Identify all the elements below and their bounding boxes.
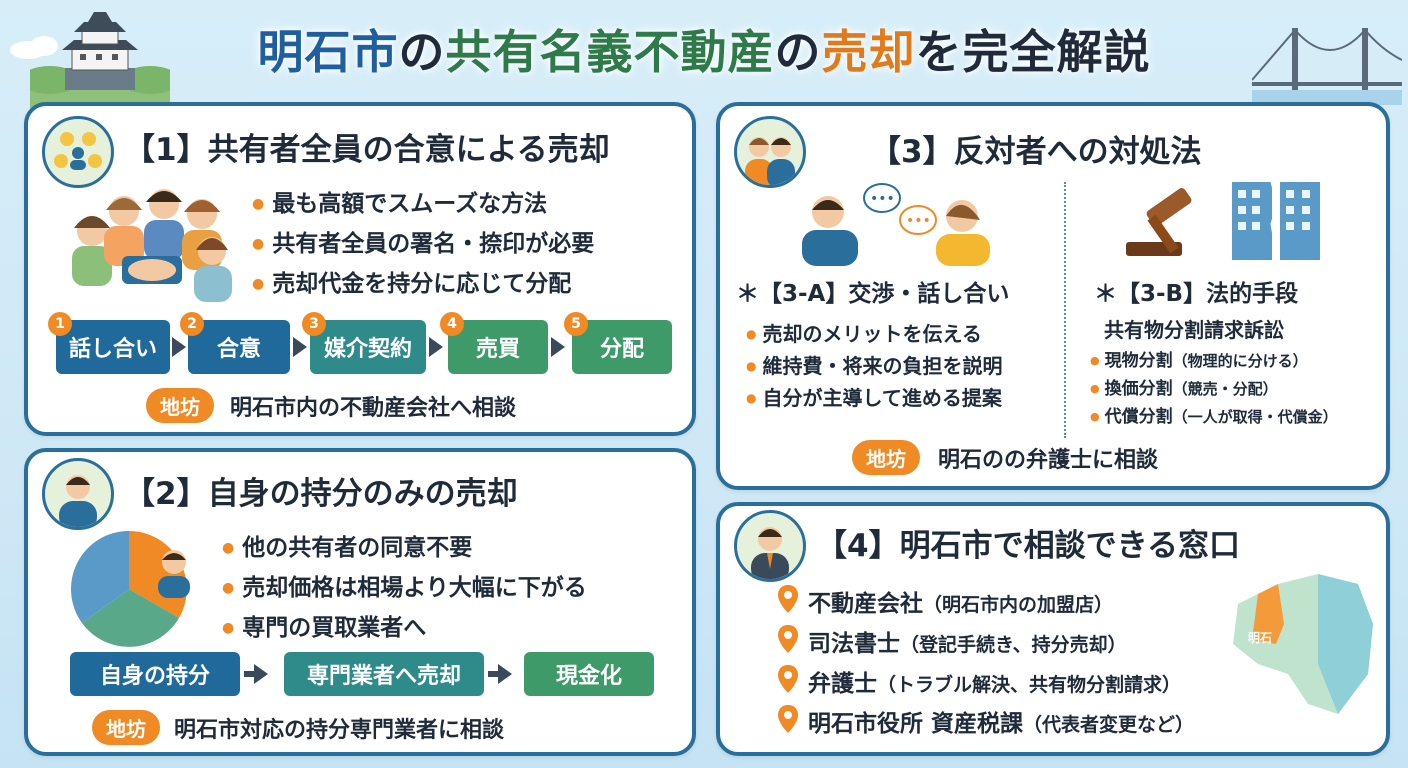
location-pin-icon [778,625,798,653]
p2-bullet-1: 他の共有者の同意不要 [222,528,472,562]
p3-note: 明石のの弁護士に相談 [938,448,1159,473]
p3-a-title: ＊【3-A】交渉・話し合い [736,281,1010,307]
step-4: 売買 [448,320,548,374]
map-icon: 明石 [1233,574,1373,714]
step-3-number: 3 [302,312,326,336]
pie-share-icon [70,531,190,647]
step-1-number: 1 [48,312,72,336]
panel-2-title: 【2】自身の持分のみの売却 [124,476,518,512]
p3-badge: 地坊 [852,440,920,475]
panel-3: 【3】反対者への対処法 ••• ••• ＊【3-A】交渉・話し合い 売却のメリッ… [716,102,1390,490]
arrow-icon [172,337,186,357]
p2-step-2: 専門業者へ売却 [284,652,484,696]
svg-text:•••: ••• [906,213,931,229]
step-5: 分配 [572,320,672,374]
step-2: 合意 [188,320,290,374]
p1-bullet-3: 売却代金を持分に応じて分配 [252,264,571,298]
castle-icon [30,12,170,108]
window-item-2: 司法書士（登記手続き、持分売却） [808,631,1127,657]
window-item-3: 弁護士（トラブル解決、共有物分割請求） [808,671,1182,697]
p3-b-bullet-3: 代償分割（一人が取得・代償金） [1090,402,1338,427]
arrow-icon [254,664,268,684]
window-item-1: 不動産会社（明石市内の加盟店） [808,591,1114,617]
svg-text:•••: ••• [870,191,895,207]
panel-1-title: 【1】共有者全員の合意による売却 [124,132,610,168]
p2-bullet-2: 売却価格は相場より大幅に下がる [222,568,587,602]
arrow-icon [429,337,443,357]
advisor-icon [734,510,806,582]
panel-3-title: 【3】反対者への対処法 [870,134,1202,170]
p2-badge: 地坊 [92,710,160,745]
p1-note: 明石市内の不動産会社へ相談 [230,396,517,421]
p3-b-title: ＊【3-B】法的手段 [1094,281,1299,307]
p3-a-bullet-1: 売却のメリットを伝える [746,318,981,347]
location-pin-icon [778,585,798,613]
conversation-icon: ••• ••• [802,183,990,266]
split-building-icon [1232,181,1320,260]
bridge-icon [1252,28,1402,105]
p1-bullet-2: 共有者全員の署名・捺印が必要 [252,224,594,258]
map-label: 明石 [1248,631,1272,645]
cloud-icon [10,36,58,59]
p1-badge: 地坊 [146,388,214,423]
divider [1064,182,1066,438]
p3-b-bullet-1: 現物分割（物理的に分ける） [1090,346,1308,371]
step-1: 話し合い [56,320,170,374]
step-2-number: 2 [180,312,204,336]
arrow-icon [498,664,512,684]
p3-b-bullet-2: 換価分割（競売・分配） [1090,374,1278,399]
location-pin-icon [778,705,798,733]
p2-bullet-3: 専門の買取業者へ [222,608,426,642]
p3-a-bullet-2: 維持費・将来の負担を説明 [746,350,1002,379]
panel-1: 【1】共有者全員の合意による売却 最も高額でスムーズな方法 共有者全員の署名・捺… [24,102,696,436]
page-title: 明石市の共有名義不動産の売却を完全解説 [257,25,1151,79]
step-3: 媒介契約 [310,320,426,374]
step-5-number: 5 [564,312,588,336]
p2-note: 明石市対応の持分専門業者に相談 [174,718,505,743]
window-item-4: 明石市役所 資産税課（代表者変更など） [808,711,1195,737]
two-people-icon [734,116,806,188]
panel-4-title: 【4】明石市で相談できる窓口 [816,528,1240,564]
gavel-icon [1126,188,1192,256]
p1-bullet-1: 最も高額でスムーズな方法 [252,184,547,218]
p2-step-3: 現金化 [524,652,654,696]
group-icon [42,116,114,188]
p2-step-1: 自身の持分 [70,652,240,696]
step-4-number: 4 [440,312,464,336]
p3-a-bullet-3: 自分が主導して進める提案 [746,382,1001,411]
p3-b-subtitle: 共有物分割請求訴訟 [1104,318,1284,342]
panel-4: 【4】明石市で相談できる窓口 明石 不動産会社（明石市内の加盟店） 司法書士（登… [716,502,1390,756]
panel-2: 【2】自身の持分のみの売却 他の共有者の同意不要 売却価格は相場より大幅に下がる… [24,448,696,756]
people-handshake-icon [72,189,232,302]
arrow-icon [293,337,307,357]
location-pin-icon [778,665,798,693]
person-icon [42,458,114,530]
arrow-icon [551,337,565,357]
